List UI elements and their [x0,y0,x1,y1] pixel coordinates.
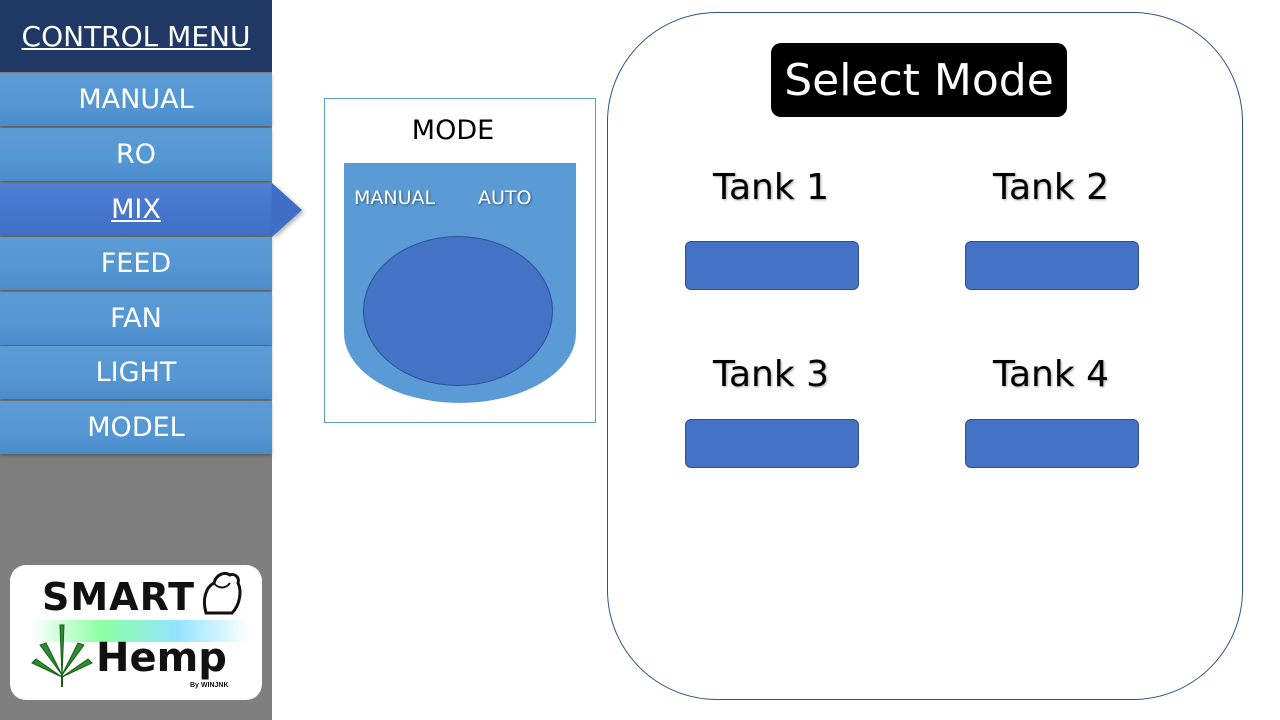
mode-selector: MANUAL AUTO [344,163,576,403]
menu-item-light[interactable]: LIGHT [0,346,272,399]
select-mode-title: Select Mode [771,43,1067,117]
hemp-leaf-icon [31,624,93,687]
tank-4-button[interactable] [965,419,1139,468]
tank-1-label: Tank 1 [712,167,830,208]
logo-smart-text: SMART [42,575,196,619]
menu-item-model[interactable]: MODEL [0,401,272,454]
sidebar: CONTROL MENU MANUAL RO MIX FEED FAN LIGH… [0,0,272,720]
mode-selector-knob[interactable] [363,236,553,386]
menu-item-mix[interactable]: MIX [0,183,272,236]
mode-option-auto[interactable]: AUTO [478,187,532,209]
flexed-arm-icon [202,571,242,615]
logo-glow [30,620,250,642]
logo-byline: By WINJNK [190,682,229,689]
menu-item-fan[interactable]: FAN [0,292,272,345]
logo-hemp-text: Hemp [96,635,227,681]
control-menu-header: CONTROL MENU [0,0,272,72]
tank-panel: Select Mode Tank 1 Tank 2 Tank 3 Tank 4 [607,12,1243,700]
tank-2-button[interactable] [965,241,1139,290]
tank-3-button[interactable] [685,419,859,468]
menu-item-ro[interactable]: RO [0,128,272,181]
mode-panel: MODE MANUAL AUTO [324,98,596,423]
tank-4-label: Tank 4 [992,354,1110,395]
tank-1-button[interactable] [685,241,859,290]
active-item-arrow [272,183,302,237]
menu-item-manual[interactable]: MANUAL [0,73,272,126]
mode-title: MODE [411,115,495,146]
mode-option-manual[interactable]: MANUAL [354,187,436,209]
tank-3-label: Tank 3 [712,354,830,395]
menu-item-feed[interactable]: FEED [0,237,272,290]
tank-2-label: Tank 2 [992,167,1110,208]
smart-hemp-logo: SMART Hemp By WINJNK [10,565,262,700]
